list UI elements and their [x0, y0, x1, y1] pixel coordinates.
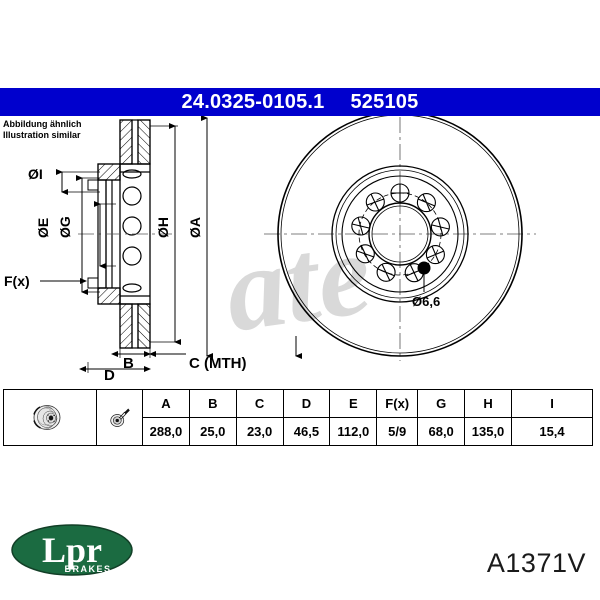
brand-logo: Lpr BRAKES [10, 522, 134, 578]
dimension-d: D [79, 362, 151, 381]
disc-face-view [264, 116, 536, 361]
illustration-note-de: Abbildung ähnlich [3, 119, 82, 129]
table-row-values: 288,0 25,0 23,0 46,5 112,0 5/9 68,0 135,… [4, 417, 593, 446]
table-value-cell: 288,0 [142, 417, 190, 446]
table-value-cell: 112,0 [329, 417, 378, 446]
table-header-cell: D [282, 389, 331, 418]
dimension-fx: F(x) [4, 273, 87, 289]
dimension-dia-a: ØA [187, 116, 213, 359]
brand-logo-name: Lpr [42, 530, 102, 570]
reference-number: 525105 [350, 90, 419, 113]
table-header-cell: A [142, 389, 190, 418]
table-header-cell: E [329, 389, 378, 418]
brand-logo-ellipse [11, 524, 133, 576]
illustration-note-en: Illustration similar [3, 130, 81, 140]
brand-logo-subtitle: BRAKES [64, 564, 111, 574]
c-mth-label: C (MTH) [189, 355, 246, 372]
hole-diameter-callout: Ø6,6 [412, 268, 440, 309]
ate-watermark: ate [217, 207, 378, 357]
part-number: A1371V [486, 548, 586, 578]
illustration-note: Abbildung ähnlich Illustration similar [3, 119, 82, 141]
specification-table: A B C D E F(x) G H I 288,0 25,0 23,0 46,… [3, 389, 593, 446]
dia-g-label: ØG [57, 216, 73, 238]
dimension-c: C (MTH) [149, 336, 302, 372]
table-header-cell: F(x) [376, 389, 419, 418]
thumbnail-disc-photo[interactable] [3, 389, 97, 446]
table-header-cell: B [188, 389, 237, 418]
dia-a-label: ØA [187, 217, 203, 238]
dimension-dia-h: ØH [150, 123, 181, 345]
table-header-cell: I [511, 389, 593, 418]
dimension-dia-i: ØI [28, 166, 100, 195]
dia-h-label: ØH [155, 217, 171, 238]
table-value-cell: 68,0 [417, 417, 466, 446]
article-number: 24.0325-0105.1 [181, 90, 325, 113]
table-value-cell: 5/9 [376, 417, 419, 446]
thumbnail-disc-tool-icon[interactable] [96, 389, 143, 446]
dimension-dia-e: ØE [35, 175, 100, 295]
dia-i-label: ØI [28, 166, 43, 182]
table-value-cell: 23,0 [235, 417, 284, 446]
table-header-cell: G [417, 389, 466, 418]
svg-text:ate: ate [217, 207, 378, 357]
dimension-dia-g: ØG [57, 201, 116, 269]
table-header-cell: C [235, 389, 284, 418]
dia-e-label: ØE [35, 218, 51, 238]
table-value-cell: 46,5 [282, 417, 331, 446]
table-header-cell: H [464, 389, 512, 418]
b-label: B [123, 355, 134, 372]
hole-diameter-label: Ø6,6 [412, 294, 440, 309]
technical-drawing: ate [0, 116, 600, 381]
dimension-b: B [111, 348, 151, 372]
d-label: D [104, 367, 115, 381]
table-value-cell: 135,0 [464, 417, 512, 446]
header-bar: 24.0325-0105.1 525105 [0, 88, 600, 116]
table-value-cell: 25,0 [188, 417, 237, 446]
fx-label: F(x) [4, 273, 30, 289]
table-row-headers: A B C D E F(x) G H I [3, 389, 593, 446]
table-value-cell: 15,4 [511, 417, 593, 446]
